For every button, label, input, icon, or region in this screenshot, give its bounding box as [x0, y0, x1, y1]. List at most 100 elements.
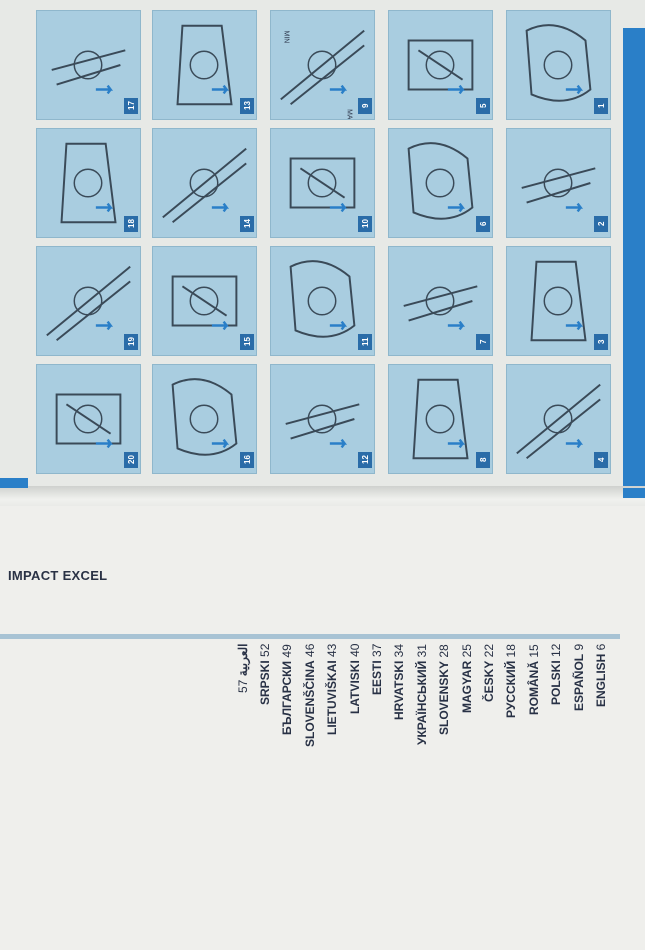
- illustration-panel: 13: [152, 10, 257, 120]
- title-divider-rule: [0, 634, 620, 639]
- toc-entry[interactable]: ENGLISH 6: [594, 644, 610, 844]
- illustration-panel: MIN MAX 9: [270, 10, 375, 120]
- dial-min-label: MIN: [283, 31, 290, 44]
- appliance-line-art: [516, 383, 601, 460]
- step-number-badge: 2: [594, 216, 608, 232]
- toc-page-number: 12: [549, 644, 564, 661]
- toc-page-number: 34: [392, 644, 407, 661]
- toc-page-number: 22: [482, 644, 496, 661]
- step-number-badge: 4: [594, 452, 608, 468]
- direction-arrow-icon: [211, 84, 230, 95]
- step-number-badge: 18: [124, 216, 138, 232]
- direction-arrow-icon: [211, 438, 230, 449]
- toc-page-number: 43: [325, 644, 340, 661]
- appliance-line-art: [412, 378, 469, 460]
- illustration-panel: 15: [152, 246, 257, 356]
- step-number-badge: 3: [594, 334, 608, 350]
- toc-entry[interactable]: БЪЛГАРСКИ 49: [280, 644, 296, 844]
- illustration-panel: 10: [270, 128, 375, 238]
- toc-entry[interactable]: HRVATSKI 34: [392, 644, 408, 844]
- toc-page-number: 18: [504, 644, 519, 661]
- direction-arrow-icon: [565, 438, 584, 449]
- illustration-panel: 5: [388, 10, 493, 120]
- direction-arrow-icon: [95, 84, 114, 95]
- toc-page-number: 40: [347, 644, 362, 661]
- step-number-badge: 13: [240, 98, 254, 114]
- direction-arrow-icon: [447, 202, 466, 213]
- appliance-line-art: [530, 260, 587, 342]
- toc-page-number: 31: [414, 644, 429, 661]
- step-number-badge: 16: [240, 452, 254, 468]
- toc-entry[interactable]: ROMÂNĂ 15: [527, 644, 543, 844]
- toc-page-number: 49: [280, 644, 295, 661]
- toc-page-number: 15: [526, 644, 541, 661]
- toc-entry[interactable]: POLSKI 12: [549, 644, 565, 844]
- toc-entry[interactable]: ESPAÑOL 9: [572, 644, 588, 844]
- appliance-line-art: [403, 285, 478, 331]
- toc-language: العربية: [235, 644, 250, 677]
- illustration-panel: 2: [506, 128, 611, 238]
- direction-arrow-icon: [447, 438, 466, 449]
- step-number-badge: 14: [240, 216, 254, 232]
- toc-language: HRVATSKI: [392, 660, 407, 721]
- illustration-panel: 14: [152, 128, 257, 238]
- toc-entry[interactable]: УКРАЇНСЬКИЙ 31: [415, 644, 431, 844]
- toc-entry[interactable]: العربية 57: [236, 644, 252, 844]
- toc-entry[interactable]: MAGYAR 25: [460, 644, 476, 844]
- appliance-line-art: [285, 403, 360, 449]
- step-number-badge: 8: [476, 452, 490, 468]
- appliance-line-art: [407, 39, 474, 95]
- step-number-badge: 5: [476, 98, 490, 114]
- step-number-badge: 11: [358, 334, 372, 350]
- toc-language: ČESKY: [482, 660, 496, 703]
- dial-max-label: MAX: [346, 109, 353, 119]
- illustration-panel: 8: [388, 364, 493, 474]
- fold-blue-accent-right: [623, 488, 645, 498]
- toc-entry[interactable]: ČESKY 22: [482, 644, 498, 844]
- appliance-line-art: [521, 167, 596, 213]
- toc-language: SRPSKI: [258, 660, 272, 706]
- direction-arrow-icon: [95, 320, 114, 331]
- toc-entry[interactable]: SLOVENŠČINA 46: [303, 644, 319, 844]
- appliance-line-art: [171, 275, 238, 331]
- step-number-badge: 15: [240, 334, 254, 350]
- toc-page-number: 25: [459, 644, 474, 661]
- direction-arrow-icon: [329, 320, 348, 331]
- step-number-badge: 12: [358, 452, 372, 468]
- illustration-panel: 18: [36, 128, 141, 238]
- toc-entry[interactable]: EESTI 37: [370, 644, 386, 844]
- step-number-badge: 9: [358, 98, 372, 114]
- step-number-badge: 19: [124, 334, 138, 350]
- toc-language: MAGYAR: [459, 660, 474, 713]
- toc-page-number: 6: [594, 644, 608, 655]
- direction-arrow-icon: [329, 84, 348, 95]
- page-fold: [0, 486, 645, 508]
- illustration-panel: 20: [36, 364, 141, 474]
- toc-language: ROMÂNĂ: [526, 660, 541, 715]
- illustration-panel: 19: [36, 246, 141, 356]
- appliance-line-art: [407, 142, 474, 220]
- toc-entry[interactable]: SLOVENSKY 28: [437, 644, 453, 844]
- step-number-badge: 6: [476, 216, 490, 232]
- illustration-panel: 6: [388, 128, 493, 238]
- toc-page-number: 52: [258, 644, 272, 661]
- fold-blue-accent-left: [0, 478, 28, 488]
- illustration-panel: 4: [506, 364, 611, 474]
- direction-arrow-icon: [211, 320, 230, 331]
- toc-language: УКРАЇНСЬКИЙ: [414, 660, 429, 745]
- appliance-line-art: [46, 265, 131, 342]
- illustration-panel: 3: [506, 246, 611, 356]
- toc-entry[interactable]: РУССКИЙ 18: [504, 644, 520, 844]
- illustration-panel: 16: [152, 364, 257, 474]
- toc-entry[interactable]: LATVISKI 40: [348, 644, 364, 844]
- toc-language: LIETUVIŠKAI: [325, 660, 340, 736]
- toc-language: SLOVENŠČINA: [302, 660, 317, 748]
- direction-arrow-icon: [565, 320, 584, 331]
- toc-entry[interactable]: LIETUVIŠKAI 43: [325, 644, 341, 844]
- toc-entry[interactable]: SRPSKI 52: [258, 644, 274, 844]
- appliance-line-art: [51, 49, 126, 95]
- toc-language: SLOVENSKY: [437, 660, 452, 735]
